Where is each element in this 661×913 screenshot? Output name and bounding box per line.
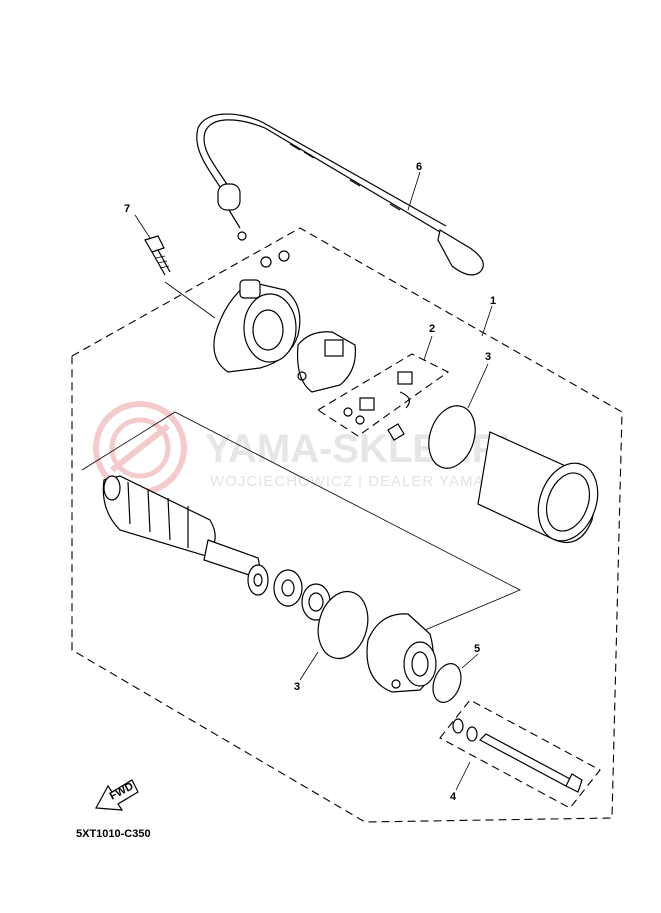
leader-3-upper xyxy=(467,363,489,409)
o-ring-5 xyxy=(432,663,462,703)
front-cover xyxy=(366,613,437,693)
fwd-arrow-icon: FWD xyxy=(95,779,139,811)
callout-6: 6 xyxy=(416,161,422,173)
leader-4 xyxy=(455,761,471,791)
watermark-subtitle: WOJCIECHOWICZ | DEALER YAMAHA xyxy=(210,473,507,490)
washer-hole xyxy=(253,573,263,587)
callout-5: 5 xyxy=(474,643,480,655)
yoke xyxy=(477,431,599,544)
diagram-code: 5XT1010-C350 xyxy=(76,828,151,840)
brush-set xyxy=(343,371,413,441)
leader-2 xyxy=(423,335,433,361)
leader-1 xyxy=(481,305,493,337)
assembly-outline xyxy=(71,227,623,823)
brush-kit-outline xyxy=(316,353,450,437)
armature-frame xyxy=(81,411,521,631)
callout-3-lower: 3 xyxy=(294,681,300,693)
armature xyxy=(102,475,260,577)
callout-4: 4 xyxy=(450,791,457,803)
callout-1: 1 xyxy=(490,295,496,307)
bolt-7-axis xyxy=(164,281,216,319)
callout-2: 2 xyxy=(429,323,435,335)
starter-cable xyxy=(196,113,484,276)
o-ring-lower xyxy=(317,590,369,660)
through-bolt-kit xyxy=(452,718,583,793)
washer xyxy=(247,564,269,596)
bolt-7 xyxy=(144,235,171,276)
ball-bearing xyxy=(273,569,303,607)
rear-cover xyxy=(213,250,301,373)
brush-holder xyxy=(296,331,357,393)
bolt-kit-outline xyxy=(439,699,601,809)
callout-3-upper: 3 xyxy=(485,351,491,363)
leader-6 xyxy=(407,171,421,211)
leader-3-lower xyxy=(299,651,319,681)
o-ring-upper xyxy=(428,405,476,469)
callout-7: 7 xyxy=(124,203,130,215)
leader-7 xyxy=(134,214,151,239)
leader-5 xyxy=(461,653,479,669)
